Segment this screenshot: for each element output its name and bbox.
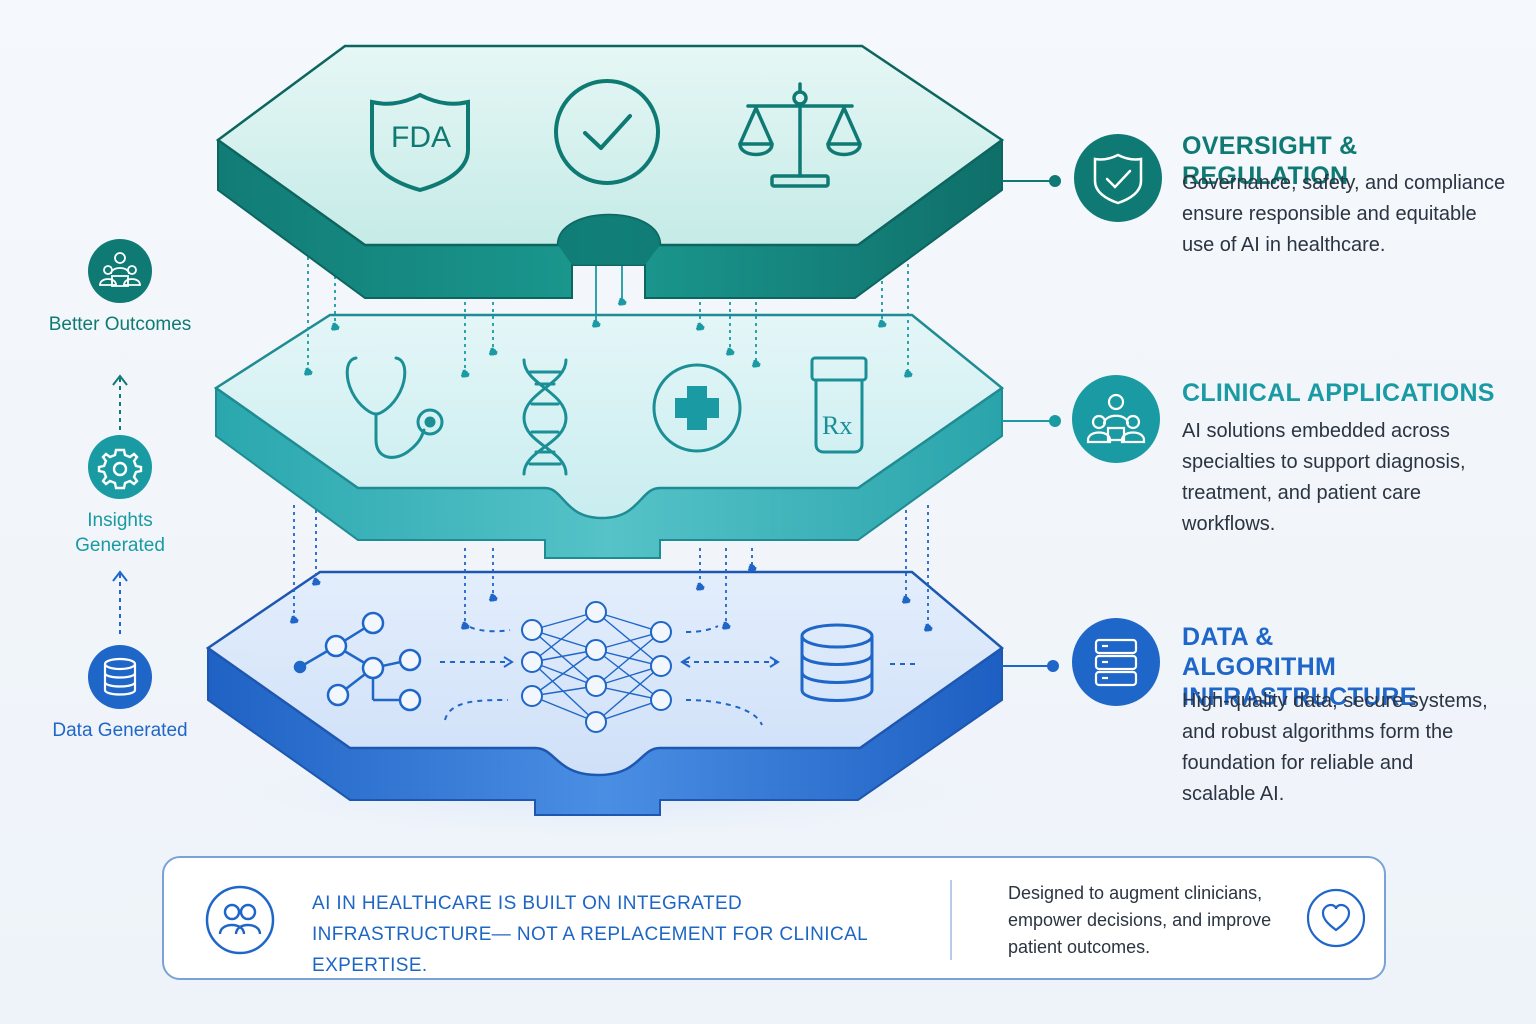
flow-arrow-up-1 [112,374,128,430]
heart-icon [1306,888,1366,948]
people-icon [205,885,275,955]
layer-title-oversight: OVERSIGHT & REGULATION [1182,132,1358,190]
plate-oversight-regulation: FDA [215,44,1005,299]
fda-shield-icon: FDA [370,92,470,193]
connectors-middle-to-bottom [289,505,933,633]
data-flow-arrows [440,625,918,726]
database-flow-icon [88,645,152,709]
shield-check-icon [1074,134,1162,222]
leader-lines [1002,175,1061,672]
medical-cross-icon [652,363,742,453]
check-circle-icon [554,79,660,185]
flow-arrow-up-2 [112,570,128,634]
layer-desc-oversight: Governance, safety, and compliance ensur… [1182,172,1506,256]
gear-icon [88,435,152,499]
plate-data-infrastructure [205,570,1005,816]
dna-icon [522,358,568,476]
bottom-banner: AI IN HEALTHCARE IS BUILT ON INTEGRATED … [162,856,1386,980]
banner-side-statement: Designed to augment clinicians, empower … [1008,883,1272,957]
fda-label: FDA [391,121,451,154]
layer-title-clinical: CLINICAL APPLICATIONS [1182,379,1495,407]
graph-network-icon [293,611,422,712]
database-icon [800,623,874,702]
people-group-icon [88,239,152,303]
layer-title-data: DATA & ALGORITHM INFRASTRUCTURE [1182,623,1417,711]
layer-desc-data: High-quality data, secure systems, and r… [1182,690,1488,805]
flow-label-better-outcomes: Better Outcomes [48,314,192,335]
flow-label-data-generated: Data Generated [52,720,188,741]
layer-desc-clinical: AI solutions embedded across specialties… [1182,420,1466,535]
plate-clinical-applications: Rx [213,313,1005,559]
rx-bottle-icon: Rx [810,356,868,454]
neural-network-icon [521,601,672,733]
stethoscope-icon [345,356,444,459]
banner-main-statement: AI IN HEALTHCARE IS BUILT ON INTEGRATED … [312,893,868,976]
flow-label-insights-generated: Insights Generated [75,510,165,556]
care-team-icon [1072,375,1160,463]
scales-icon [738,82,862,188]
rx-label: Rx [822,411,852,440]
banner-divider [950,880,952,960]
server-icon [1072,618,1160,706]
